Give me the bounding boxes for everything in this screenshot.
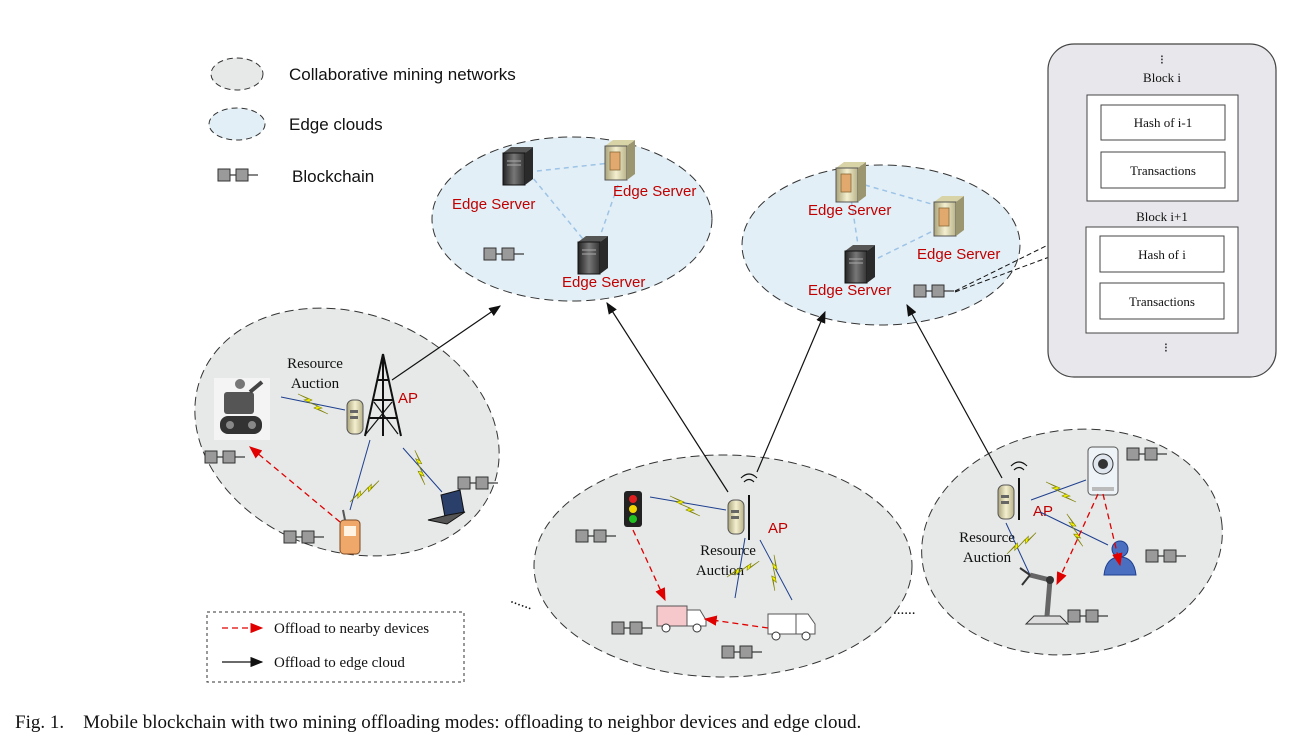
legend-bottom: Offload to nearby devices Offload to edg…: [206, 611, 465, 683]
server-dark-icon: [502, 146, 534, 186]
ap-box-icon: [346, 399, 364, 435]
ap-box-icon: [997, 484, 1015, 520]
ap-box-icon: [727, 499, 745, 535]
offload-nearby-arrow: [703, 615, 769, 629]
server-light-icon: [604, 139, 636, 181]
legend-nearby-label: Offload to nearby devices: [274, 621, 429, 637]
block-connector: [954, 242, 1053, 292]
block-i1-transactions: Transactions: [1129, 294, 1195, 309]
legend-network-label: Collaborative mining networks: [289, 65, 516, 84]
ap-tower-icon: [364, 353, 402, 437]
edge-cloud-1: Edge Server Edge Server Edge Server: [431, 136, 713, 302]
truck-icon: [767, 613, 816, 641]
network-right: AP Resource Auction: [921, 428, 1223, 656]
legend-top: Collaborative mining networks Edge cloud…: [208, 57, 516, 186]
edge-server-label: Edge Server: [808, 202, 891, 219]
offload-edge-arrow: [906, 303, 1003, 479]
ellipsis-marker: ......: [893, 602, 916, 618]
server-dark-icon: [577, 235, 609, 275]
caption-label: Fig. 1.: [15, 712, 65, 733]
auction-label: Auction: [291, 376, 340, 392]
block-i1-title: Block i+1: [1136, 209, 1188, 224]
robot-arm-icon: [1019, 567, 1070, 625]
ap-label: AP: [1033, 503, 1053, 520]
traffic-light-icon: [624, 491, 642, 527]
caption-text: Mobile blockchain with two mining offloa…: [83, 712, 862, 733]
diagram-canvas: Collaborative mining networks Edge cloud…: [194, 43, 1277, 683]
block-dots-bottom: ⁝: [1164, 340, 1168, 355]
edge-server-label: Edge Server: [917, 246, 1000, 263]
offload-edge-arrow: [391, 305, 501, 381]
block-i1-hash: Hash of i: [1138, 247, 1186, 262]
server-light-icon: [933, 195, 965, 237]
edge-cloud-2: Edge Server Edge Server Edge Server: [741, 161, 1021, 326]
legend-blockchain-label: Blockchain: [292, 167, 374, 186]
camera-icon: [1087, 446, 1119, 496]
offload-nearby-arrow: [632, 529, 666, 602]
edge-server-label: Edge Server: [562, 274, 645, 291]
legend-blockchain-icon: [217, 168, 259, 182]
legend-network-swatch: [210, 57, 264, 91]
robot-icon: [214, 378, 270, 440]
block-panel: ⁝ Block i Hash of i-1 Transactions Block…: [1047, 43, 1277, 378]
phone-icon: [339, 509, 361, 555]
truck-icon: [656, 605, 707, 633]
legend-cloud-swatch: [208, 107, 266, 141]
figure-caption: Fig. 1. Mobile blockchain with two minin…: [15, 712, 861, 734]
auction-label: Resource: [287, 356, 343, 372]
ellipsis-marker: ......: [509, 591, 536, 614]
block-connector: [954, 255, 1053, 293]
server-dark-icon: [844, 244, 876, 284]
legend-edge-label: Offload to edge cloud: [274, 655, 405, 671]
offload-nearby-arrow: [1056, 493, 1099, 586]
ap-label: AP: [768, 520, 788, 537]
auction-label: Auction: [696, 563, 745, 579]
auction-label: Resource: [959, 530, 1015, 546]
edge-server-label: Edge Server: [808, 282, 891, 299]
block-i-transactions: Transactions: [1130, 163, 1196, 178]
network-left: AP Resource Auction: [194, 307, 500, 557]
auction-label: Resource: [700, 543, 756, 559]
edge-server-label: Edge Server: [452, 196, 535, 213]
network-center: AP Resource Auction: [533, 454, 913, 678]
edge-server-label: Edge Server: [613, 183, 696, 200]
offload-nearby-arrow: [1102, 493, 1123, 567]
server-light-icon: [835, 161, 867, 203]
offload-edge-arrow: [606, 301, 729, 493]
legend-cloud-label: Edge clouds: [289, 115, 383, 134]
laptop-icon: [427, 489, 466, 525]
ap-label: AP: [398, 390, 418, 407]
block-dots-top: ⁝: [1160, 52, 1164, 67]
auction-label: Auction: [963, 550, 1012, 566]
block-i-title: Block i: [1143, 70, 1181, 85]
offload-edge-arrow: [756, 310, 826, 473]
block-i-hash: Hash of i-1: [1134, 115, 1193, 130]
